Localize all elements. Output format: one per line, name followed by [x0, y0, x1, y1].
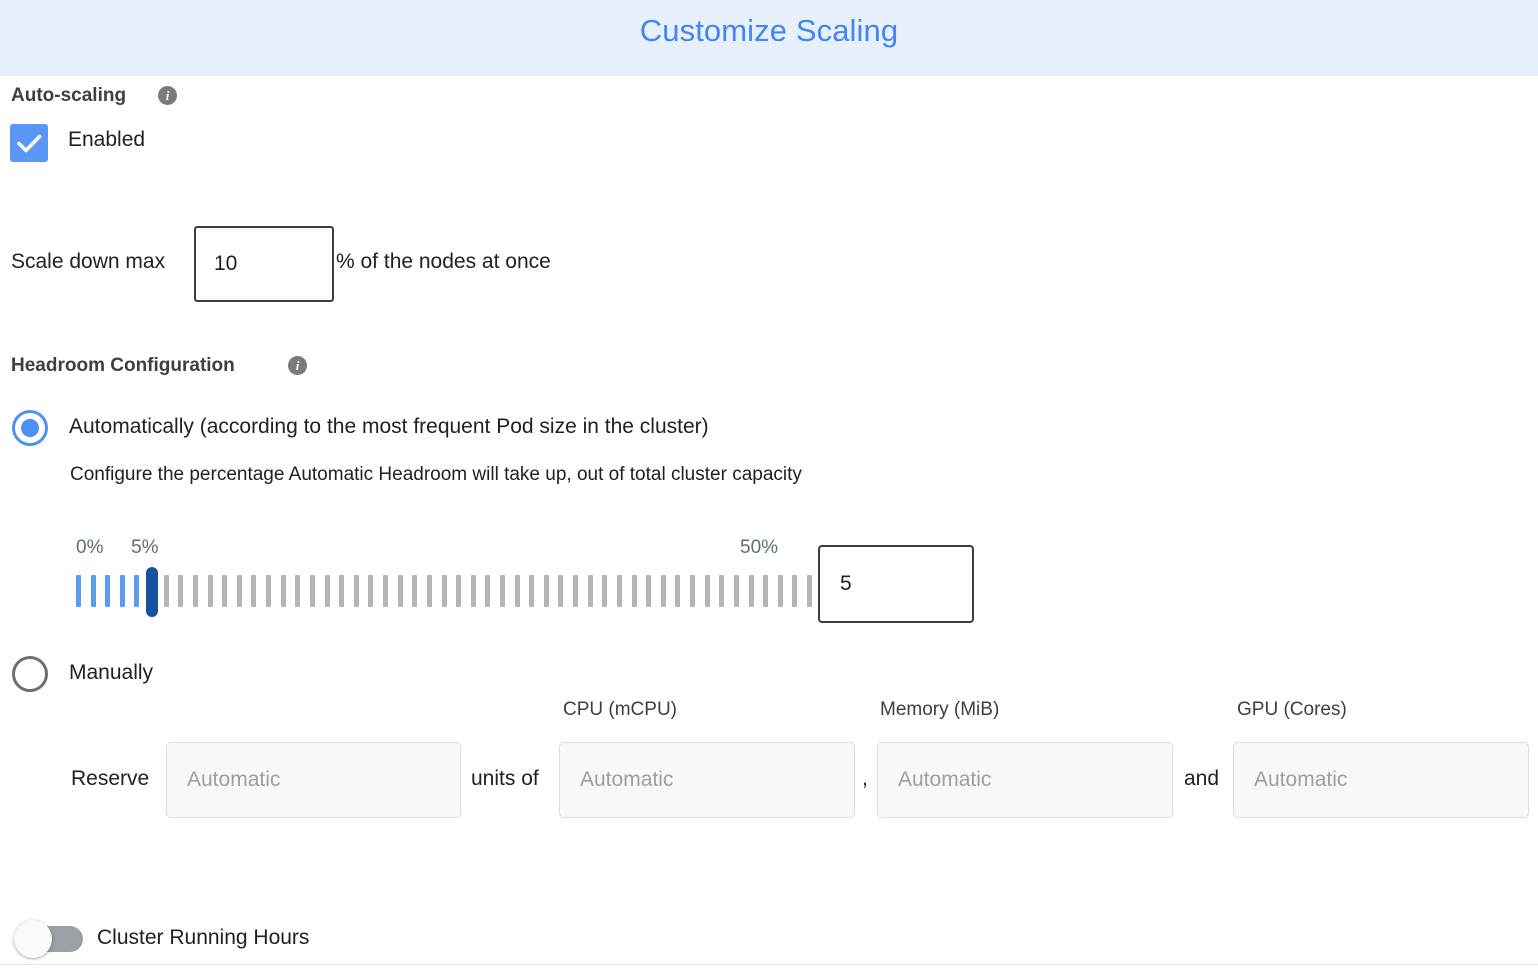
slider-tick[interactable] — [280, 575, 286, 607]
reserve-units-input[interactable] — [166, 742, 461, 818]
bottom-divider — [0, 964, 1538, 965]
headroom-mode-automatic-radio[interactable] — [12, 410, 48, 446]
headroom-automatic-description: Configure the percentage Automatic Headr… — [70, 464, 802, 485]
slider-tick[interactable] — [470, 575, 476, 607]
slider-tick[interactable] — [675, 575, 681, 607]
slider-tick-track[interactable] — [76, 575, 812, 607]
headroom-percentage-slider[interactable]: 0% 5% 50% — [76, 537, 812, 627]
cluster-running-hours-label: Cluster Running Hours — [97, 926, 310, 949]
slider-tick[interactable] — [631, 575, 637, 607]
cluster-running-hours-toggle[interactable] — [14, 920, 83, 958]
slider-tick[interactable] — [76, 575, 81, 607]
headroom-mode-manual-radio[interactable] — [12, 656, 48, 692]
slider-tick[interactable] — [573, 575, 579, 607]
slider-tick[interactable] — [719, 575, 725, 607]
slider-tick[interactable] — [748, 575, 754, 607]
gpu-field-header: GPU (Cores) — [1237, 699, 1347, 720]
slider-tick[interactable] — [777, 575, 783, 607]
slider-tick[interactable] — [704, 575, 710, 607]
headroom-configuration-info-icon[interactable]: i — [288, 356, 307, 375]
slider-tick[interactable] — [412, 575, 418, 607]
auto-scaling-enabled-checkbox[interactable] — [10, 124, 48, 162]
slider-tick[interactable] — [441, 575, 447, 607]
headroom-mode-manual-label: Manually — [69, 661, 154, 684]
slider-tick[interactable] — [485, 575, 491, 607]
scale-down-max-suffix: % of the nodes at once — [336, 250, 551, 273]
slider-tick[interactable] — [309, 575, 315, 607]
slider-min-label: 0% — [76, 537, 104, 558]
slider-tick[interactable] — [763, 575, 769, 607]
slider-tick[interactable] — [222, 575, 228, 607]
and-label: and — [1184, 767, 1220, 790]
toggle-knob — [14, 920, 52, 958]
cpu-field-header: CPU (mCPU) — [563, 699, 677, 720]
slider-current-label: 5% — [131, 537, 159, 558]
slider-tick[interactable] — [733, 575, 739, 607]
auto-scaling-info-icon[interactable]: i — [158, 86, 177, 105]
slider-tick[interactable] — [353, 575, 359, 607]
slider-tick[interactable] — [792, 575, 798, 607]
slider-tick[interactable] — [587, 575, 593, 607]
slider-tick[interactable] — [529, 575, 535, 607]
slider-tick[interactable] — [163, 575, 169, 607]
slider-tick[interactable] — [339, 575, 345, 607]
headroom-configuration-label: Headroom Configuration — [11, 355, 235, 376]
slider-tick[interactable] — [602, 575, 608, 607]
units-of-label: units of — [471, 767, 539, 790]
slider-tick[interactable] — [368, 575, 374, 607]
slider-tick[interactable] — [207, 575, 213, 607]
slider-tick[interactable] — [543, 575, 549, 607]
slider-tick[interactable] — [90, 575, 96, 607]
panel-header: Customize Scaling — [0, 0, 1538, 76]
auto-scaling-enabled-label: Enabled — [68, 128, 146, 151]
reserve-cpu-input[interactable] — [559, 742, 855, 818]
slider-tick[interactable] — [119, 575, 125, 607]
slider-tick[interactable] — [616, 575, 622, 607]
slider-tick[interactable] — [178, 575, 184, 607]
slider-tick[interactable] — [456, 575, 462, 607]
slider-tick[interactable] — [383, 575, 389, 607]
scale-down-max-input[interactable] — [194, 226, 334, 302]
slider-tick[interactable] — [558, 575, 564, 607]
slider-tick[interactable] — [251, 575, 257, 607]
slider-tick[interactable] — [690, 575, 696, 607]
slider-tick[interactable] — [646, 575, 652, 607]
slider-tick[interactable] — [660, 575, 666, 607]
slider-tick[interactable] — [266, 575, 272, 607]
slider-tick[interactable] — [192, 575, 198, 607]
reserve-memory-input[interactable] — [877, 742, 1173, 818]
check-icon — [17, 134, 42, 153]
slider-max-label: 50% — [740, 537, 779, 558]
slider-tick[interactable] — [499, 575, 505, 607]
slider-tick[interactable] — [397, 575, 403, 607]
scale-down-max-label: Scale down max — [11, 250, 166, 273]
comma-separator: , — [862, 767, 868, 790]
slider-thumb[interactable] — [145, 567, 158, 617]
slider-tick[interactable] — [134, 575, 140, 607]
reserve-gpu-input[interactable] — [1233, 742, 1529, 818]
slider-tick[interactable] — [324, 575, 330, 607]
slider-tick[interactable] — [514, 575, 520, 607]
reserve-label: Reserve — [71, 767, 150, 790]
headroom-percentage-input[interactable] — [818, 545, 974, 623]
slider-tick[interactable] — [105, 575, 111, 607]
auto-scaling-section-label: Auto-scaling — [11, 85, 127, 106]
slider-tick[interactable] — [236, 575, 242, 607]
slider-tick[interactable] — [426, 575, 432, 607]
page-title: Customize Scaling — [639, 13, 899, 48]
memory-field-header: Memory (MiB) — [880, 699, 1000, 720]
slider-tick[interactable] — [295, 575, 301, 607]
slider-tick[interactable] — [807, 575, 812, 607]
headroom-mode-automatic-label: Automatically (according to the most fre… — [69, 415, 709, 438]
